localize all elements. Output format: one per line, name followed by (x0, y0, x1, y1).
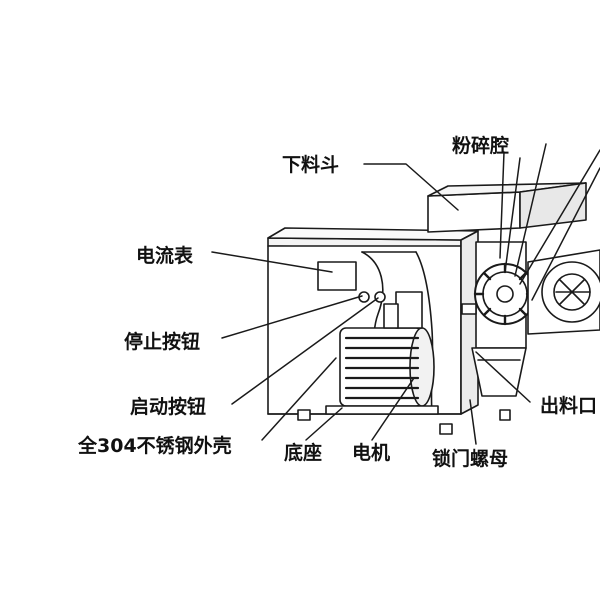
hopper (427, 182, 587, 233)
open-door (527, 249, 600, 335)
start-button-shape (374, 291, 386, 303)
label-stop-button: 停止按钮 (124, 330, 200, 353)
motor (339, 291, 435, 407)
label-start-button: 启动按钮 (130, 395, 206, 418)
label-door-lock-nut: 锁门螺母 (432, 447, 508, 470)
base (297, 405, 511, 435)
ammeter-display (317, 261, 357, 291)
label-crushing-chamber: 粉碎腔 (452, 134, 509, 157)
label-shell: 全304不锈钢外壳 (77, 434, 232, 457)
label-motor: 电机 (352, 441, 390, 464)
label-hopper: 下料斗 (282, 153, 339, 176)
crushing-chamber (461, 241, 537, 349)
label-ammeter: 电流表 (136, 244, 194, 267)
label-base: 底座 (284, 441, 322, 464)
label-outlet: 出料口 (540, 394, 597, 417)
leader-lines (211, 143, 600, 445)
